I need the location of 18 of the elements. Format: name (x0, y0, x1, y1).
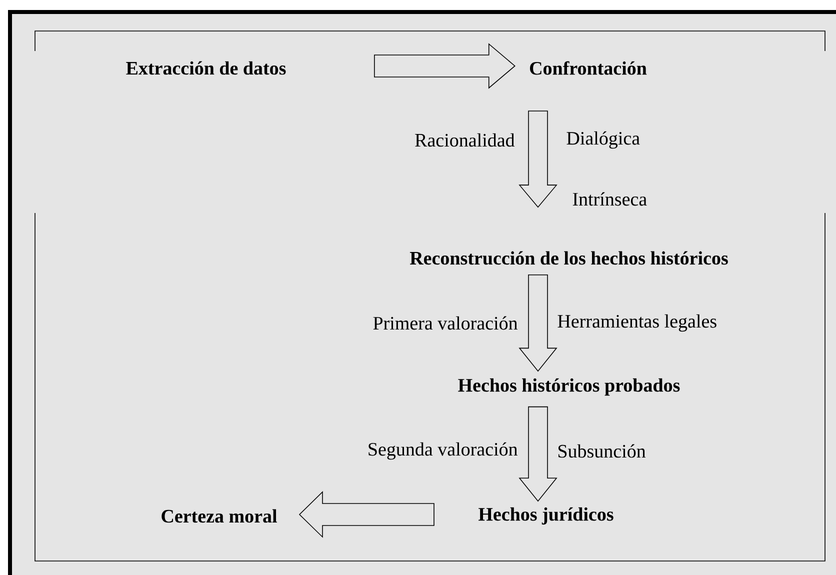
node-label: Hechos jurídicos (478, 507, 614, 525)
arrow-label: Subsunción (558, 444, 646, 458)
arrow-label: Primera valoración (373, 316, 518, 330)
block-arrow (518, 110, 558, 208)
node-label: Certeza moral (162, 509, 277, 523)
block-arrow (298, 491, 434, 538)
node-label: Hechos históricos probados (458, 378, 680, 396)
node-label: Extracción de datos (126, 61, 286, 75)
block-arrow (374, 43, 516, 89)
node-label: Confrontación (530, 61, 647, 75)
arrow-label: Dialógica (566, 131, 640, 149)
arrow-label: Segunda valoración (368, 442, 518, 460)
block-arrow (518, 274, 558, 372)
arrow-label: Herramientas legales (558, 314, 716, 332)
arrow-label: Racionalidad (415, 133, 515, 147)
node-label: Reconstrucción de los hechos históricos (410, 251, 728, 265)
block-arrow (518, 406, 558, 502)
arrow-label: Intrínseca (572, 192, 647, 206)
